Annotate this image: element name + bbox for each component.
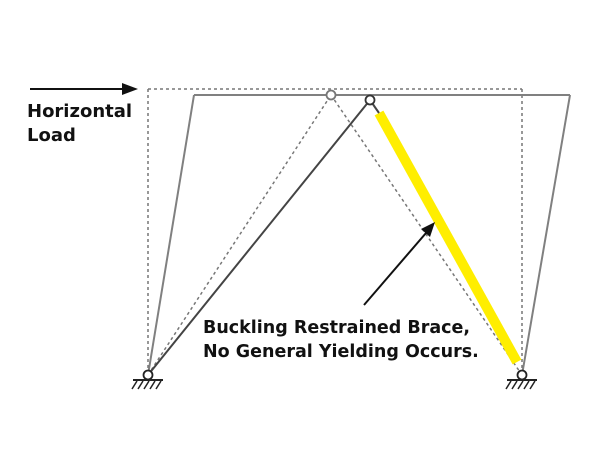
horizontal-load-arrow — [30, 83, 138, 95]
original-brace-hinge — [325, 89, 337, 101]
left-pin-support — [131, 369, 163, 390]
right-pin-support — [505, 369, 537, 390]
original-frame-dotted — [147, 88, 523, 376]
brace-annotation-label: Buckling Restrained Brace, No General Yi… — [203, 316, 479, 364]
original-left-brace — [147, 94, 332, 376]
brace-annotation-line1: Buckling Restrained Brace, — [203, 318, 471, 338]
deformed-left-brace — [147, 99, 371, 376]
horizontal-load-label-line1: Horizontal — [27, 101, 133, 122]
horizontal-load-label: Horizontal Load — [27, 100, 132, 148]
deformed-frame — [147, 94, 571, 376]
original-right-brace — [330, 94, 523, 376]
deformed-brace-hinge — [364, 94, 376, 106]
deformed-left-column — [147, 94, 195, 376]
deformed-right-column — [521, 94, 571, 376]
brace-annotation-line2: No General Yielding Occurs. — [203, 342, 479, 362]
annotation-pointer-arrow — [363, 222, 435, 306]
horizontal-load-label-line2: Load — [27, 125, 76, 146]
buckling-restrained-brace-highlight — [374, 110, 522, 365]
